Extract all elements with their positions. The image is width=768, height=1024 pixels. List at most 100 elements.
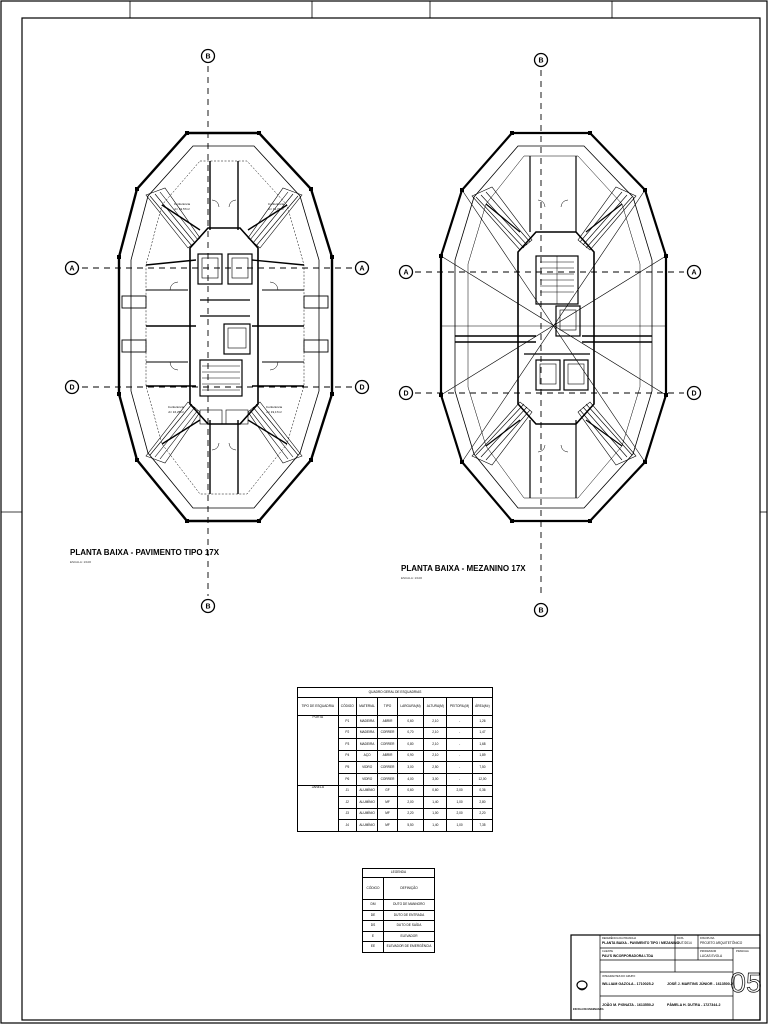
- quadro-header-cell: LARGURA(M): [396, 697, 425, 716]
- tb-referencia: PLANTA BAIXA - PAVIMENTO TIPO / MEZANINO: [602, 941, 680, 945]
- room-label: Conferência: [268, 202, 285, 206]
- legenda-cell: ELEVADOR DE EMERGÊNCIA: [383, 941, 435, 953]
- tb-integrante-1: WILLIAM GAZOLA - 1710025-2: [602, 982, 654, 986]
- quadro-cell: 0,90: [396, 749, 425, 763]
- quadro-cell: 2,20: [471, 807, 494, 821]
- axis-marker-label: B: [538, 58, 543, 65]
- quadro-cell: 0,36: [471, 784, 494, 798]
- quadro-cell: 2,00: [396, 796, 425, 809]
- axis-marker-b: B: [200, 48, 216, 64]
- quadro-cell: -: [446, 738, 473, 751]
- quadro-geral-esquadrias: QUADRO GERAL DE ESQUADRIAS TIPO DE ESQUA…: [297, 687, 494, 832]
- room-label: Conferência: [174, 202, 191, 206]
- axis-marker-b: B: [533, 52, 549, 68]
- quadro-cell: 0,70: [396, 726, 425, 740]
- quadro-cell: 1,00: [446, 819, 473, 832]
- quadro-cell: MF: [377, 819, 398, 832]
- tb-data-label: DATA: [677, 937, 684, 940]
- axis-marker-label: A: [403, 270, 408, 277]
- quadro-cell: MF: [377, 807, 398, 821]
- quadro-cell: MADEIRA: [355, 726, 379, 740]
- legenda-cell: DM: [362, 899, 384, 911]
- plan-scale-mezanino: ESCALA: 1/100: [401, 576, 423, 580]
- quadro-cell: P3: [337, 738, 357, 751]
- quadro-cell: CORRER: [377, 761, 398, 774]
- quadro-cell: P5: [337, 761, 357, 774]
- axis-marker-label: A: [69, 266, 74, 273]
- tb-cliente: PAU'S INCORPORADORA LTDA: [602, 954, 654, 958]
- axis-marker-label: D: [403, 391, 408, 398]
- legenda-cell: ELEVADOR: [383, 930, 435, 942]
- axis-marker-a: A: [686, 264, 702, 280]
- quadro-cell: 0,60: [396, 715, 425, 728]
- tb-prancha-label: PRANCHA: [736, 950, 749, 953]
- room-label: Conferência: [266, 405, 283, 409]
- quadro-cell: CORRER: [377, 738, 398, 751]
- room-label: A= 13,72m²: [268, 207, 284, 211]
- floor-plan-mezanino: [439, 131, 668, 523]
- axis-marker-a: A: [64, 260, 80, 276]
- axis-marker-label: B: [205, 604, 210, 611]
- quadro-cell: CORRER: [377, 726, 398, 740]
- quadro-cell: -: [446, 726, 473, 740]
- quadro-cell: 12,00: [471, 772, 494, 786]
- quadro-cell: 0,60: [423, 784, 448, 798]
- quadro-cell: ALUMÍNIO: [355, 784, 379, 798]
- quadro-cell: 2,00: [446, 784, 473, 798]
- quadro-cell: 4,00: [396, 772, 425, 786]
- tb-integrantes-label: INTEGRANTES DO GRUPO: [602, 975, 636, 978]
- quadro-cell: VIDRO: [355, 772, 379, 786]
- legenda-header-definicao: DEFINIÇÃO: [383, 877, 435, 900]
- axis-marker-b: B: [533, 602, 549, 618]
- axis-marker-label: D: [691, 391, 696, 398]
- quadro-cell: P6: [337, 772, 357, 786]
- quadro-cell: ALUMÍNIO: [355, 807, 379, 821]
- axis-marker-d: D: [398, 385, 414, 401]
- legenda-cell: DUTO DE MANNORO: [383, 899, 435, 911]
- legenda-cell: EE: [362, 941, 384, 953]
- quadro-cell: -: [446, 772, 473, 786]
- axis-marker-a: A: [354, 260, 370, 276]
- quadro-cell: CORRER: [377, 772, 398, 786]
- tb-disciplina-label: DISCIPLINA: [700, 937, 715, 940]
- quadro-header-cell: TIPO DE ESQUADRIA: [297, 697, 339, 716]
- legenda-cell: DE: [362, 909, 384, 921]
- quadro-cell: 0,80: [396, 738, 425, 751]
- quadro-cell: J2: [337, 796, 357, 809]
- tb-cliente-label: CLIENTE: [602, 950, 613, 953]
- axis-lines: [82, 66, 684, 598]
- tb-disciplina: PROJETO ARQUITETÔNICO: [700, 941, 743, 945]
- room-label: A= 19,57m²: [174, 207, 190, 211]
- quadro-cell: 1,89: [471, 749, 494, 763]
- floor-plan-pavimento-tipo: [117, 131, 334, 523]
- quadro-header-cell: ÁREA(M²): [471, 697, 494, 716]
- quadro-cell: MADEIRA: [355, 738, 379, 751]
- quadro-cell: -: [446, 749, 473, 763]
- plan-scale-pavimento-tipo: ESCALA: 1/100: [70, 560, 92, 564]
- quadro-cell: 1,00: [446, 796, 473, 809]
- axis-marker-label: B: [538, 608, 543, 615]
- axis-marker-a: A: [398, 264, 414, 280]
- quadro-header-cell: MATERIAL: [355, 697, 379, 716]
- quadro-cell: 1,40: [423, 819, 448, 832]
- quadro-cell: ABRIR: [377, 715, 398, 728]
- axis-marker-b: B: [200, 598, 216, 614]
- quadro-cell: 7,50: [471, 761, 494, 774]
- plan-title-mezanino: PLANTA BAIXA - MEZANINO 17X: [401, 564, 526, 573]
- quadro-title: QUADRO GERAL DE ESQUADRIAS: [297, 687, 493, 698]
- tb-data: OUT/2014: [677, 941, 692, 945]
- quadro-cell: -: [446, 715, 473, 728]
- quadro-cell: VIDRO: [355, 761, 379, 774]
